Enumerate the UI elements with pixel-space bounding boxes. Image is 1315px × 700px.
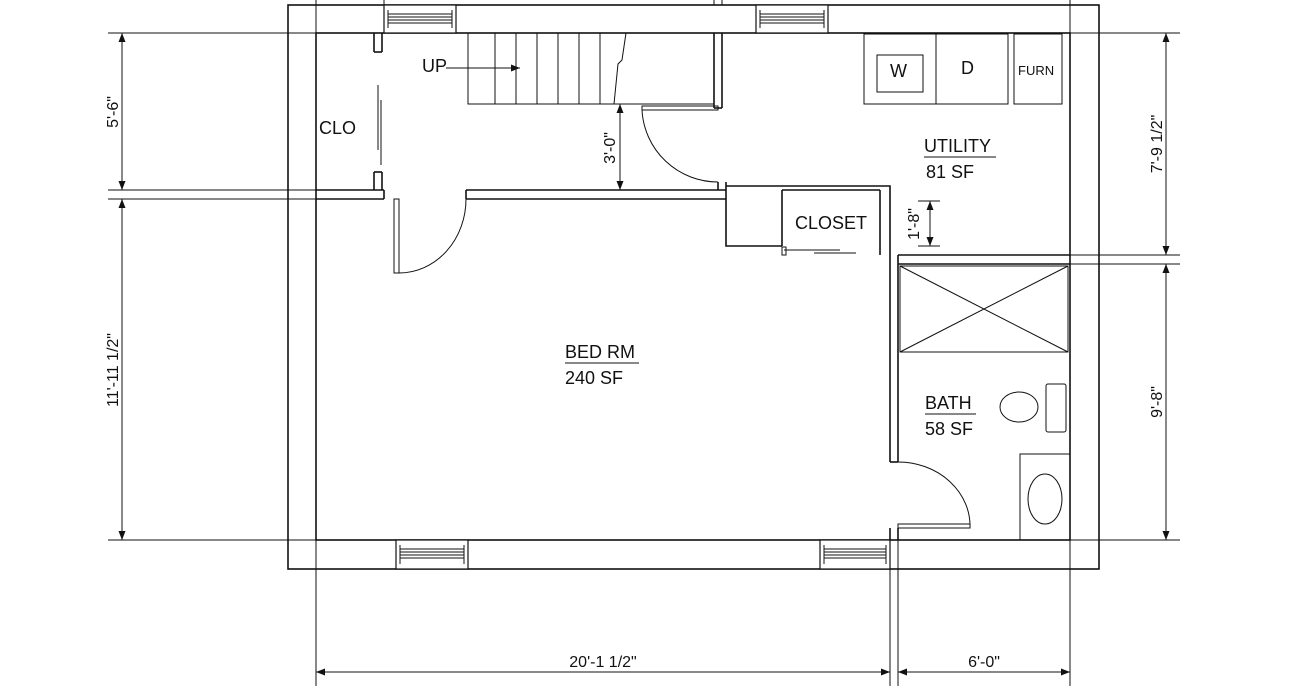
svg-text:58 SF: 58 SF: [925, 419, 973, 439]
svg-text:BATH: BATH: [925, 393, 972, 413]
svg-text:3'-0": 3'-0": [602, 132, 619, 164]
dimension-closet-depth: 1'-8": [906, 200, 940, 247]
dimension-right-upper: 7'-9 1/2": [1070, 32, 1180, 256]
dryer: D: [935, 33, 1009, 105]
door-bath[interactable]: [897, 461, 971, 529]
room-label-clo: CLO: [319, 118, 356, 138]
svg-text:FURN: FURN: [1018, 63, 1054, 78]
toilet: [999, 383, 1067, 433]
svg-text:D: D: [961, 58, 974, 78]
top-extension-lines: [315, 0, 1071, 33]
svg-text:20'-1 1/2": 20'-1 1/2": [569, 654, 636, 671]
svg-text:BED RM: BED RM: [565, 342, 635, 362]
svg-text:9'-8": 9'-8": [1149, 386, 1166, 418]
window-bottom-right: [819, 539, 891, 570]
shower: [899, 265, 1069, 353]
dimension-stair-clear: 3'-0": [602, 104, 624, 190]
outer-wall-line: [287, 4, 1100, 570]
svg-text:240 SF: 240 SF: [565, 368, 623, 388]
dimension-left-upper: 5'-6": [105, 32, 316, 191]
room-label-utility: UTILITY 81 SF: [924, 136, 996, 182]
dimension-bottom-right: 6'-0": [897, 540, 1071, 686]
svg-text:81 SF: 81 SF: [926, 162, 974, 182]
washer: W: [863, 33, 937, 105]
sink: [1019, 453, 1071, 541]
exterior-walls: [287, 4, 1100, 570]
window-top-right: [755, 4, 829, 34]
inner-wall-line: [315, 32, 1071, 541]
window-bottom-left: [395, 539, 469, 570]
dimension-right-lower: 9'-8": [1070, 263, 1180, 541]
svg-text:1'-8": 1'-8": [906, 208, 923, 240]
room-label-closet: CLOSET: [795, 213, 867, 233]
room-label-bath: BATH 58 SF: [925, 393, 976, 439]
room-label-bedroom: BED RM 240 SF: [565, 342, 639, 388]
dimension-bottom-left: 20'-1 1/2": [315, 540, 891, 686]
svg-text:W: W: [890, 61, 907, 81]
interior-walls: [316, 33, 1070, 540]
svg-text:7'-9 1/2": 7'-9 1/2": [1149, 115, 1166, 174]
svg-text:6'-0": 6'-0": [968, 654, 1000, 671]
svg-text:5'-6": 5'-6": [105, 96, 122, 128]
window-top-left: [383, 4, 457, 34]
furnace: FURN: [1013, 33, 1063, 105]
staircase: UP: [422, 32, 715, 105]
svg-text:UTILITY: UTILITY: [924, 136, 991, 156]
dimension-left-lower: 11'-11 1/2": [105, 198, 316, 541]
door-utility[interactable]: [641, 105, 719, 183]
svg-text:11'-11 1/2": 11'-11 1/2": [105, 333, 122, 407]
door-bedroom[interactable]: [393, 198, 467, 274]
stair-label: UP: [422, 56, 447, 76]
closet-sliding-door[interactable]: [781, 246, 856, 256]
